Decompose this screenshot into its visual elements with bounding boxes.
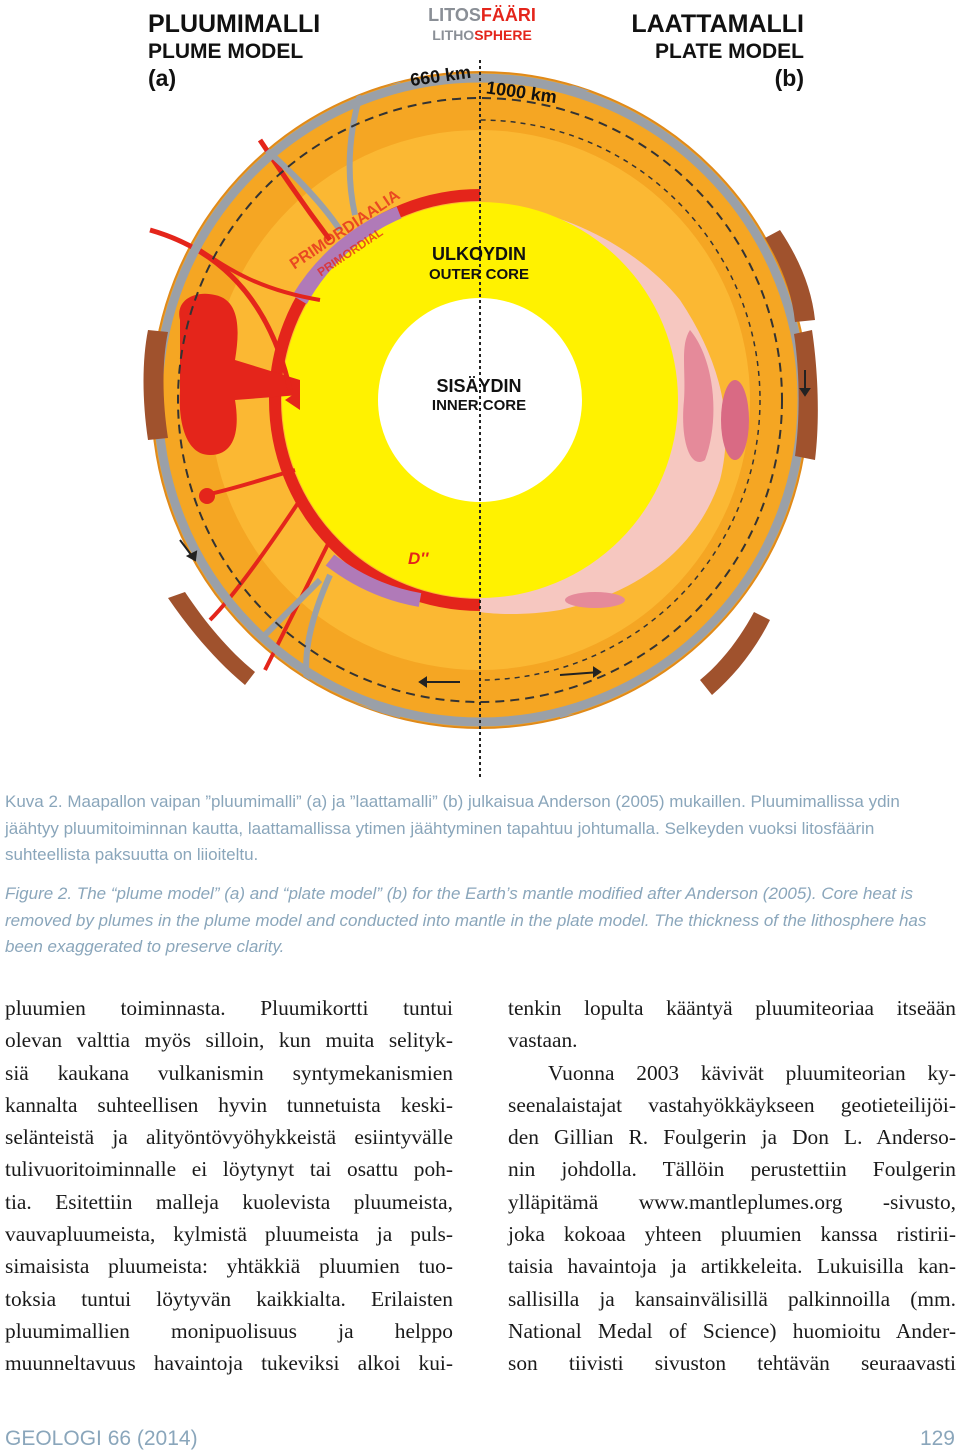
boundary-1000km: [480, 119, 761, 681]
body-line: vastaan.: [508, 1028, 578, 1053]
flow-arrows: [179, 370, 811, 688]
d-double-prime-label: D'': [408, 549, 429, 568]
body-line: pluumien toiminnasta. Pluumikortti tuntu…: [5, 996, 453, 1020]
body-line: nin johdolla. Tällöin perustettiin Foulg…: [508, 1157, 956, 1182]
body-line: simaisista pluumeista: yhtäkkiä pluumien…: [5, 1254, 453, 1279]
inner-core-label-en: INNER CORE: [432, 397, 526, 414]
body-line: National Medal of Science) huomioitu And…: [508, 1318, 956, 1343]
plume-model-letter: (a): [148, 65, 176, 91]
plume-model-title-fi: PLUUMIMALLI: [148, 10, 320, 38]
body-line: taisia havaintoja ja artikkeleita. Lukui…: [508, 1254, 956, 1279]
figure-caption-english: Figure 2. The “plume model” (a) and “pla…: [5, 884, 927, 956]
lithosphere-label-fi: LITOSFÄÄRI: [428, 5, 536, 25]
body-line: olevan valttia myös silloin, kun muita s…: [5, 1028, 453, 1053]
continental-plates: [143, 230, 818, 695]
body-line: ylläpitämä www.mantleplumes.org -sivusto…: [508, 1189, 956, 1214]
lithosphere-label-en: LITHOSPHERE: [432, 27, 532, 43]
body-line: den Gillian R. Foulgerin ja Don L. Ander…: [508, 1125, 956, 1150]
plate-model-letter: (b): [775, 65, 804, 91]
body-line: vauvapluumeista, kylmistä pluumeista ja …: [5, 1222, 453, 1247]
plume-model-title-en: PLUME MODEL: [148, 40, 303, 63]
plume-structures: [149, 138, 333, 671]
body-column-right: tenkin lopulta kääntyä pluumiteoriaa its…: [508, 992, 956, 1380]
inner-core-label-fi: SISÄYDIN: [436, 376, 521, 396]
body-line: tenkin lopulta kääntyä pluumiteoriaa its…: [508, 996, 956, 1020]
body-column-left: pluumien toiminnasta. Pluumikortti tuntu…: [5, 992, 453, 1380]
body-line: son tiivisti sivuston tehtävän seuraavas…: [508, 1351, 956, 1376]
boundary-660km: [177, 97, 783, 703]
body-line: siä kaukana vulkanismin syntymekanismien: [5, 1060, 453, 1085]
body-line: toksia tuntui löytyvän kaikkialta. Erila…: [5, 1286, 453, 1311]
inner-core: [378, 298, 582, 502]
body-line: selänteistä ja alityöntövyöhykkeistä esi…: [5, 1125, 453, 1150]
body-line: tia. Esitettiin malleja kuolevista pluum…: [5, 1189, 453, 1214]
page-number: 129: [919, 1427, 955, 1450]
body-line: muunneltavuus havaintoja tukeviksi alkoi…: [5, 1351, 453, 1376]
body-line: pluumimallien monipuolisuus ja helppo: [5, 1318, 453, 1343]
body-line: joka kokoaa yhteen pluumien kanssa risti…: [508, 1222, 956, 1247]
body-line: Vuonna 2003 kävivät pluumiteorian ky-: [548, 1060, 956, 1085]
outer-core-label-en: OUTER CORE: [429, 266, 529, 283]
figure-caption-finnish: Kuva 2. Maapallon vaipan ”pluumimalli” (…: [5, 792, 900, 864]
body-line: sallisilla ja kansainvälisillä palkinnoi…: [508, 1286, 956, 1311]
body-line: kannalta suhteellisen hyvin tunnetuista …: [5, 1092, 453, 1117]
footer-journal: GEOLOGI 66 (2014): [5, 1427, 198, 1450]
body-line: tulivuoritoiminnalle ei löytynyt tai osa…: [5, 1157, 453, 1182]
body-line: seenalaistajat vastahyökkäykseen geotiet…: [508, 1092, 956, 1117]
plate-model-title-en: PLATE MODEL: [655, 40, 804, 63]
plate-model-title-fi: LAATTAMALLI: [631, 10, 804, 38]
mantle-models-figure: PLUUMIMALLI PLUME MODEL (a) LAATTAMALLI …: [143, 5, 818, 780]
outer-core-label-fi: ULKOYDIN: [432, 244, 526, 264]
d-double-prime-layer: [269, 189, 480, 611]
